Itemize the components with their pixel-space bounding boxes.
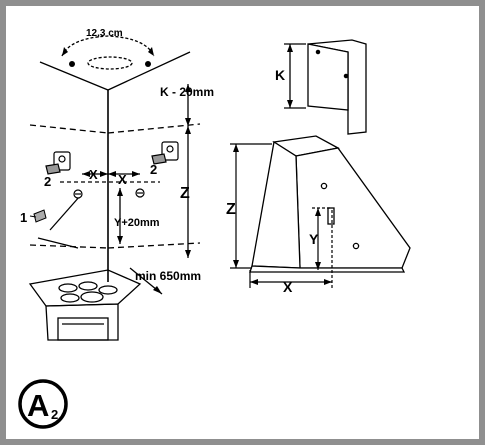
ceiling-edge-right <box>107 51 191 91</box>
k-dim-arrows <box>287 44 293 108</box>
screw-leader-1 <box>49 195 81 231</box>
bracket-slot <box>327 207 335 225</box>
burner-4 <box>60 293 80 303</box>
hood-drawing <box>249 135 411 273</box>
hood-front-panel <box>251 140 301 269</box>
ref-line-top-left <box>29 124 109 134</box>
bracket-num-right: 2 <box>150 162 157 177</box>
hood-dim-arrows <box>233 144 332 285</box>
k-label: K <box>275 67 285 83</box>
min-height-label: min 650mm <box>135 269 201 283</box>
ceiling-bolts <box>69 61 151 67</box>
figure-id-letter: A <box>27 388 49 423</box>
x-label-right: X <box>118 172 127 187</box>
hole-bottom <box>352 242 360 250</box>
burner-2 <box>78 281 98 291</box>
hood-dims <box>230 143 333 288</box>
corner-wall-drawing <box>28 35 201 341</box>
screw-num: 1 <box>20 210 27 225</box>
ref-line-bottom-left <box>29 244 109 249</box>
hob-front <box>45 303 119 341</box>
screw-leader-2 <box>37 237 79 249</box>
x-label-bottom: X <box>283 279 293 295</box>
y-offset-label: Y+20mm <box>114 217 160 229</box>
ref-line-top-right <box>107 123 201 134</box>
figure-id-subscript: 2 <box>51 407 58 422</box>
top-width-label: 12,3 cm <box>86 28 123 39</box>
wall-bracket-left <box>45 151 83 199</box>
burner-3 <box>98 285 118 295</box>
hole-top <box>320 182 328 190</box>
z-label-left: Z <box>180 185 190 202</box>
dim-arrowheads-left <box>62 47 191 294</box>
y-label-right: Y <box>309 231 319 247</box>
ceiling-edge-left <box>39 61 109 91</box>
figure-id-badge: A 2 <box>18 379 68 429</box>
z-label-right: Z <box>226 201 236 218</box>
oven-door <box>57 317 109 341</box>
k-offset-label: K - 20mm <box>160 85 214 99</box>
burner-5 <box>80 291 104 303</box>
ref-line-bottom-right <box>107 242 201 249</box>
ceiling-outlet-oval <box>87 56 133 70</box>
wall-bracket-right <box>135 141 179 198</box>
panel-front <box>307 43 349 111</box>
width-arc <box>61 35 155 57</box>
screw-icon <box>29 209 47 223</box>
k-panel-drawing <box>284 39 367 135</box>
x-label-left: X <box>89 167 98 182</box>
bracket-num-left: 2 <box>44 174 51 189</box>
burner-1 <box>58 283 78 293</box>
hob-top <box>28 269 142 307</box>
